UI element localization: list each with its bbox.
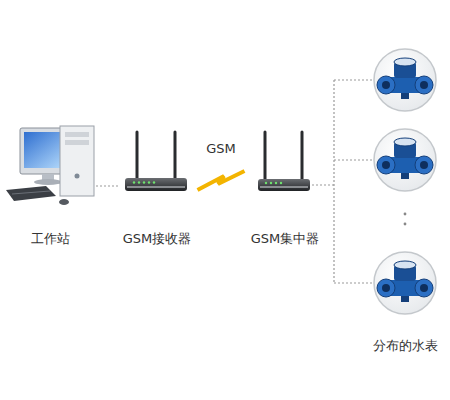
computer-tower xyxy=(60,126,94,196)
led xyxy=(280,182,282,184)
device-label: 工作站 xyxy=(31,231,70,247)
ellipsis-dot xyxy=(404,213,407,216)
router-stripe xyxy=(260,186,308,188)
drive-bay xyxy=(65,132,89,137)
antenna xyxy=(136,132,139,180)
router-icon xyxy=(258,132,310,191)
device-node: 工作站 xyxy=(4,124,96,247)
mouse xyxy=(59,199,69,205)
router-stripe xyxy=(127,186,185,188)
device-label: GSM接收器 xyxy=(123,231,192,247)
monitor-base xyxy=(34,179,62,185)
router-body xyxy=(125,178,187,191)
led xyxy=(275,182,277,184)
ellipsis-dot xyxy=(404,223,407,226)
drive-bay xyxy=(65,140,89,145)
wired-link xyxy=(96,185,119,186)
led xyxy=(138,181,140,183)
led xyxy=(143,181,145,183)
led xyxy=(133,181,135,183)
water-meter xyxy=(374,252,436,314)
led xyxy=(270,182,272,184)
group-label: 分布的水表 xyxy=(371,338,440,354)
led xyxy=(153,181,155,183)
led xyxy=(148,181,150,183)
keyboard xyxy=(6,186,56,201)
led xyxy=(265,182,267,184)
device-label: GSM集中器 xyxy=(251,231,320,247)
router-body xyxy=(258,179,310,191)
wireless-link xyxy=(198,171,245,190)
device-node: GSM接收器 xyxy=(119,124,196,247)
computer-icon xyxy=(6,126,94,205)
bus-wire xyxy=(312,80,373,283)
antenna xyxy=(174,132,177,180)
link-label: GSM xyxy=(204,141,238,157)
water-meter xyxy=(374,49,436,111)
antenna xyxy=(264,132,267,181)
router-icon xyxy=(125,132,187,191)
antenna xyxy=(301,132,304,181)
power-button xyxy=(75,174,80,179)
water-meter xyxy=(374,129,436,191)
keyboard-keys xyxy=(12,191,50,194)
device-node: GSM集中器 xyxy=(247,124,324,247)
